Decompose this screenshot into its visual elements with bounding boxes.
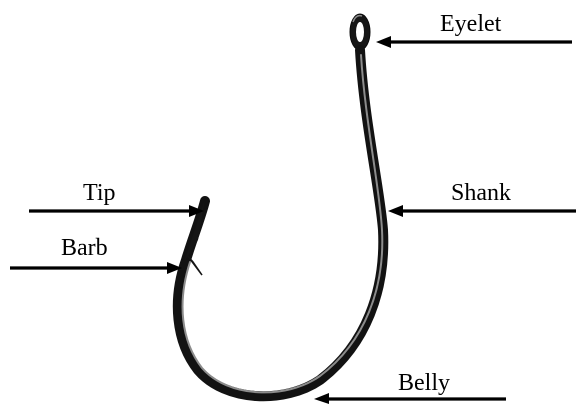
label-barb: Barb [61,235,108,261]
label-tip: Tip [83,180,115,206]
label-belly: Belly [398,370,450,396]
label-shank: Shank [451,180,511,206]
hook-eyelet-ring [350,14,370,50]
label-eyelet: Eyelet [440,11,502,37]
